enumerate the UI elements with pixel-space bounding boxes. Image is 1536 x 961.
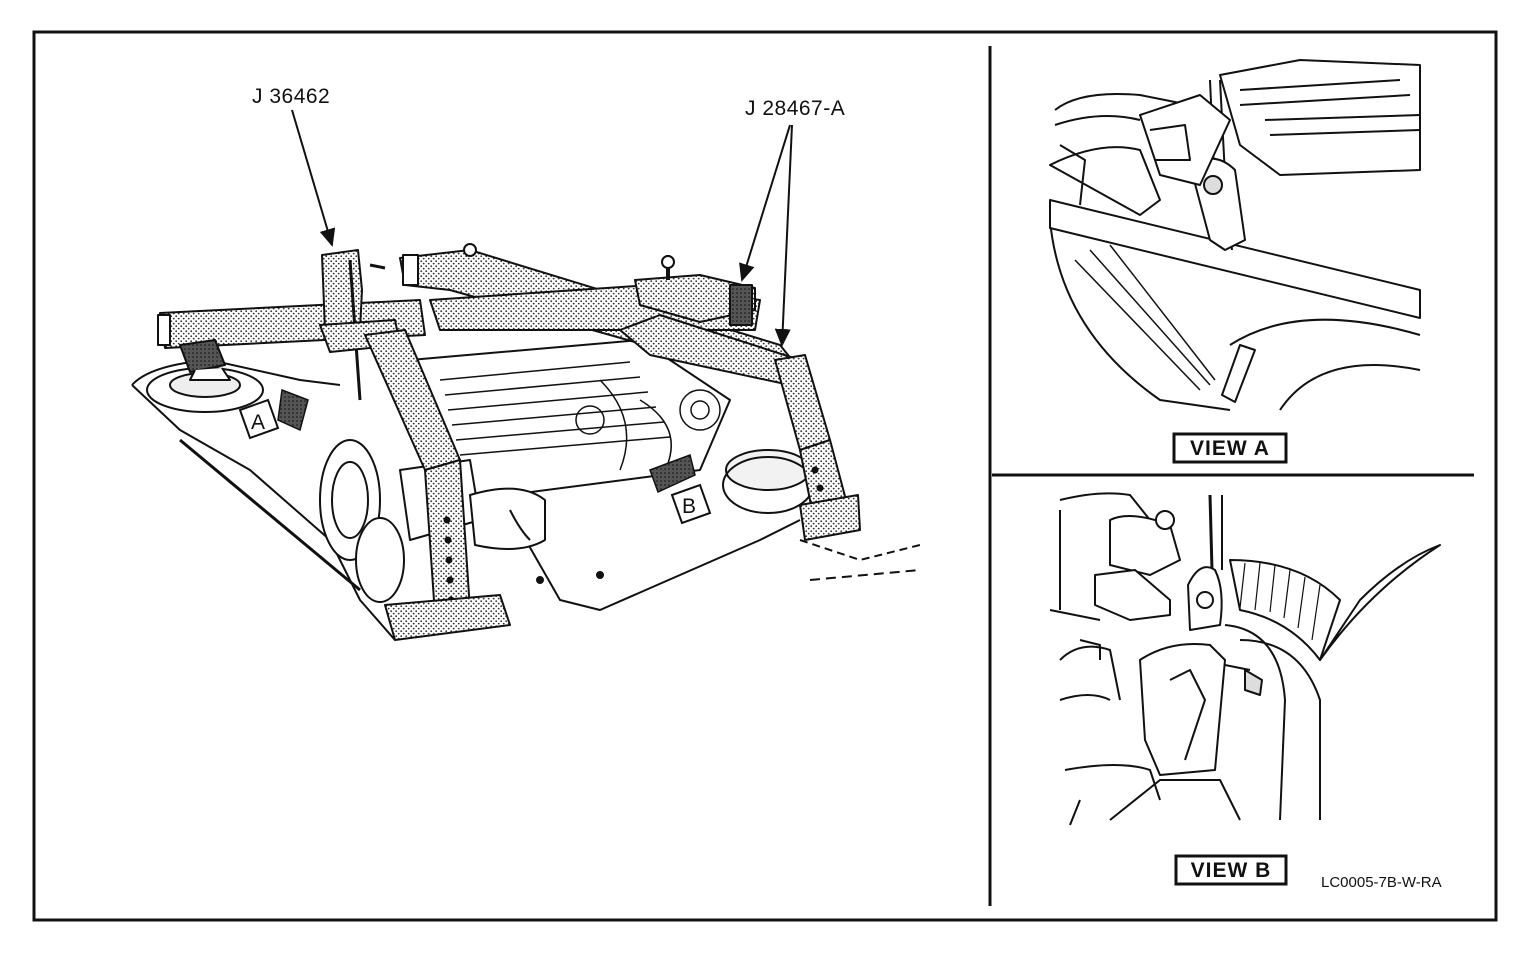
main-illustration — [131, 243, 921, 641]
marker-a: A — [238, 388, 309, 440]
callout-j36462: J 36462 — [252, 85, 336, 247]
view-b-label: VIEW B — [1191, 859, 1272, 882]
tool-label-j36462: J 36462 — [252, 85, 330, 108]
callout-j28467a: J 28467-A — [739, 97, 845, 347]
marker-b: B — [649, 454, 712, 525]
view-a-caption: VIEW A — [1172, 432, 1288, 464]
marker-a-label: A — [251, 411, 266, 434]
view-b-caption: VIEW B — [1174, 854, 1288, 886]
outer-frame — [32, 30, 1498, 922]
tool-label-j28467a: J 28467-A — [745, 97, 845, 120]
view-a-label: VIEW A — [1190, 437, 1270, 460]
figure-code: LC0005-7B-W-RA — [1321, 874, 1442, 891]
view-a-illustration — [1049, 59, 1421, 411]
marker-b-label: B — [682, 495, 697, 518]
view-b-illustration — [1049, 492, 1441, 826]
